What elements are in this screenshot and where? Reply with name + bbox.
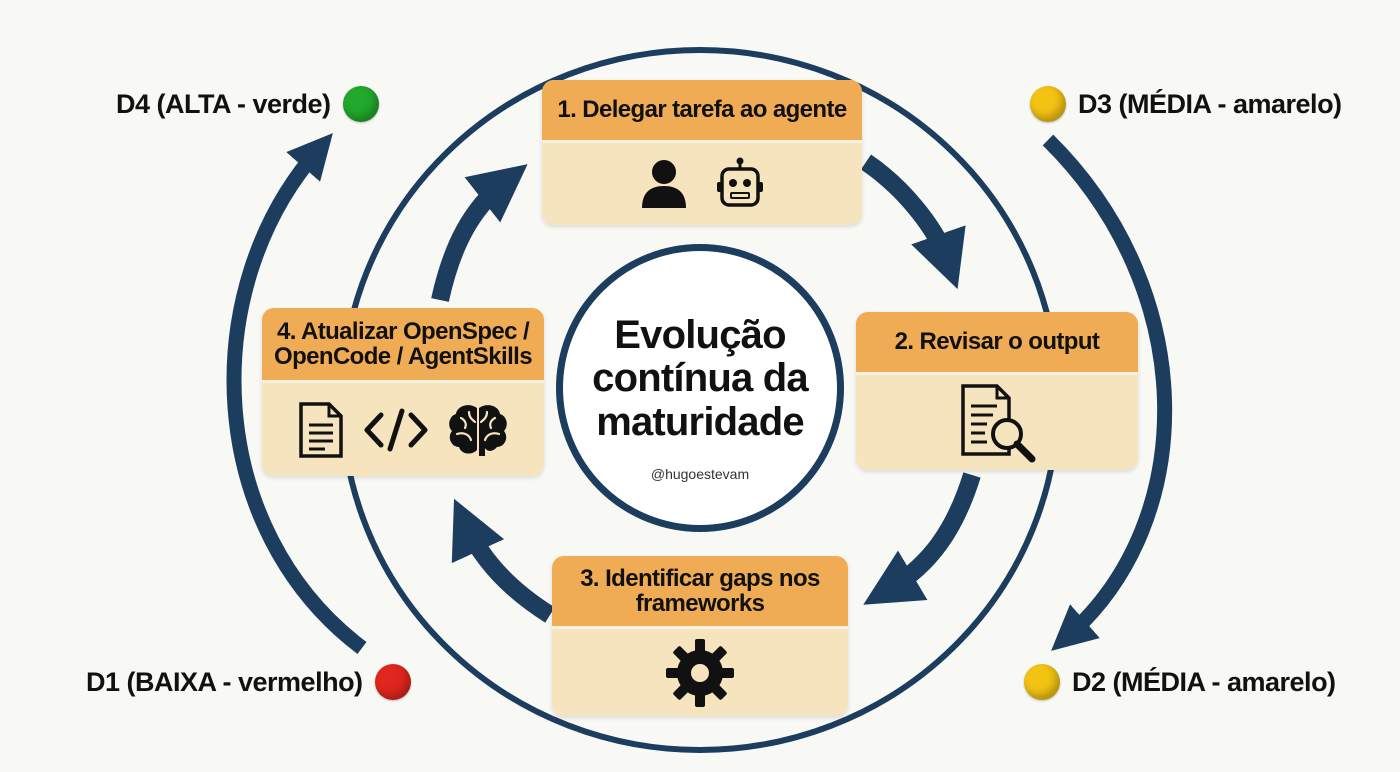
code-icon <box>364 408 428 451</box>
step-1-title: 1. Delegar tarefa ao agente <box>542 80 862 143</box>
step-1-icons <box>542 143 862 225</box>
step-3-icons <box>552 629 848 716</box>
level-d4-label: D4 (ALTA - verde) <box>116 88 331 119</box>
step-2-title: 2. Revisar o output <box>856 312 1138 375</box>
arrow-step4-to-step1 <box>431 164 528 302</box>
green-status-dot <box>342 86 379 122</box>
document-icon <box>299 401 343 458</box>
step-4-card: 4. Atualizar OpenSpec / OpenCode / Agent… <box>262 308 544 476</box>
arrow-step3-to-step4 <box>451 498 555 623</box>
level-d3: D3 (MÉDIA - amarelo) <box>1030 86 1342 122</box>
person-icon <box>642 160 686 208</box>
level-d2-label: D2 (MÉDIA - amarelo) <box>1072 666 1336 697</box>
level-d4: D4 (ALTA - verde) <box>116 86 379 122</box>
step-4-title: 4. Atualizar OpenSpec / OpenCode / Agent… <box>262 308 544 383</box>
robot-icon <box>717 157 763 207</box>
author-handle: @hugoestevam <box>650 465 750 482</box>
level-d1: D1 (BAIXA - vermelho) <box>86 664 411 700</box>
center-title: Evolução contínua da maturidade <box>592 313 808 444</box>
step-4-icons <box>262 383 544 476</box>
step-2-icons <box>856 375 1138 470</box>
arrow-d1-to-d4 <box>226 133 367 654</box>
step-1-card: 1. Delegar tarefa ao agente <box>542 80 862 225</box>
yellow-status-dot <box>1024 664 1060 700</box>
level-d3-label: D3 (MÉDIA - amarelo) <box>1078 88 1342 119</box>
yellow-status-dot <box>1030 86 1066 122</box>
arrow-step1-to-step2 <box>860 154 966 290</box>
arrow-step2-to-step3 <box>863 472 981 605</box>
step-2-card: 2. Revisar o output <box>856 312 1138 470</box>
step-3-card: 3. Identificar gaps nos frameworks <box>552 556 848 716</box>
level-d1-label: D1 (BAIXA - vermelho) <box>86 666 363 697</box>
level-d2: D2 (MÉDIA - amarelo) <box>1024 664 1336 700</box>
center-hub: Evolução contínua da maturidade @hugoest… <box>556 244 844 532</box>
brain-icon <box>449 404 507 456</box>
step-3-title: 3. Identificar gaps nos frameworks <box>552 556 848 629</box>
arrow-d3-to-d2 <box>1042 134 1173 651</box>
document-search-icon <box>961 383 1036 462</box>
gear-icon <box>666 638 734 707</box>
red-status-dot <box>374 664 411 700</box>
